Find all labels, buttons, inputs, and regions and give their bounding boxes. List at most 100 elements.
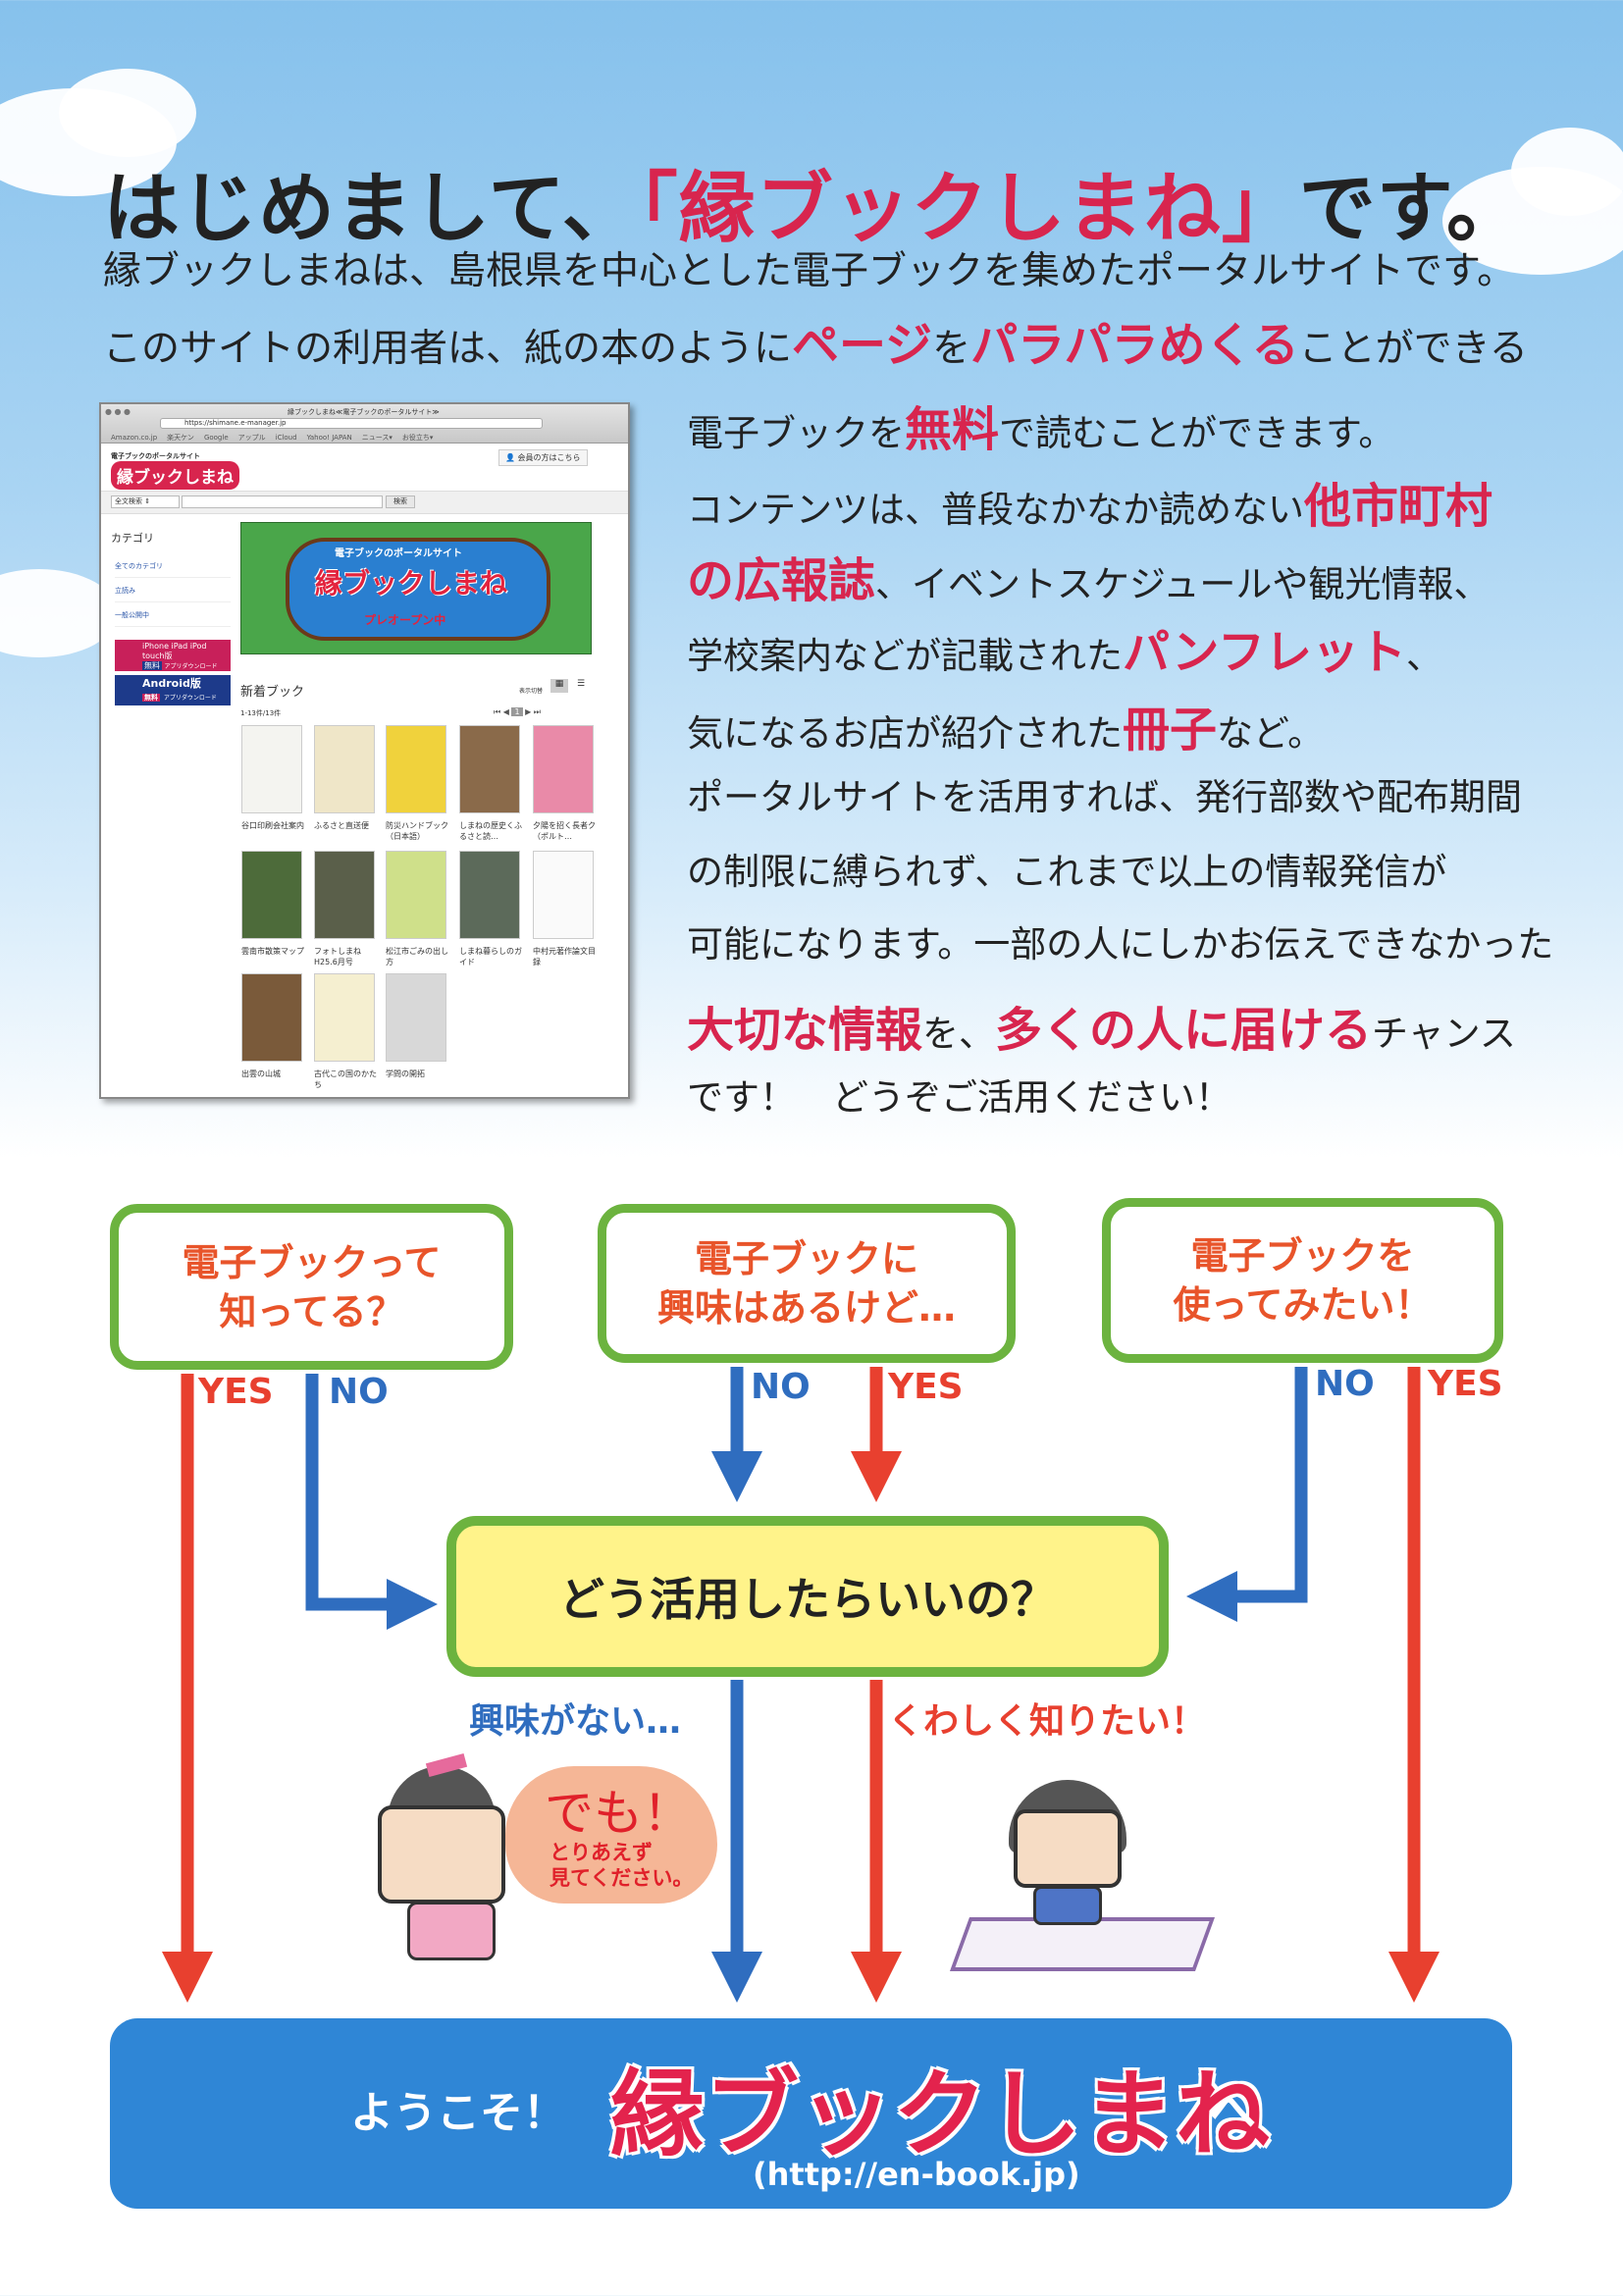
bookmark-link[interactable]: Amazon.co.jp [111, 434, 158, 442]
highlight: パラパラめくる [970, 318, 1299, 373]
text: です！ どうぞご活用ください！ [687, 1076, 1231, 1119]
highlight: 多くの人に届ける [995, 1003, 1373, 1058]
banner-tagline: 電子ブックのポータルサイト [335, 548, 462, 559]
search-input[interactable] [182, 496, 383, 508]
bookmark-link[interactable]: お役立ち▾ [401, 434, 434, 442]
intro-body-line: の広報誌、イベントスケジュールや観光情報、 [687, 542, 1490, 610]
text: このサイトの利用者は、紙の本のように [103, 327, 793, 371]
bookmark-link[interactable]: アップル [237, 434, 266, 442]
search-button[interactable]: 検索 [386, 496, 415, 508]
site-logo[interactable]: 縁ブックしまね [111, 461, 239, 490]
book-title[interactable]: 出雲の山城 [241, 1070, 281, 1078]
site-screenshot: ● ● ● 縁ブックしまね≪電子ブックのポータルサイト≫ https://shi… [99, 402, 630, 1099]
new-books-heading: 新着ブック [240, 685, 305, 700]
book-cover[interactable] [459, 851, 520, 939]
book-cover[interactable] [241, 725, 302, 813]
result-count: 1-13件/13件 [240, 709, 282, 717]
next-page-button[interactable]: ▶ [525, 707, 532, 716]
book-title[interactable]: フォトしまねH25.6月号 [314, 947, 361, 966]
book-cover[interactable] [533, 725, 594, 813]
book-title[interactable]: 古代この国のかたち [314, 1070, 377, 1089]
text: コンテンツは、普段なかなか読めない [687, 489, 1304, 531]
text: 、イベントスケジュールや観光情報、 [875, 563, 1491, 605]
no-label: NO [751, 1367, 811, 1407]
book-title[interactable]: 中村元著作論文目録 [533, 947, 596, 966]
category-link[interactable]: 一般公開中 [115, 610, 231, 627]
book-cover[interactable] [459, 725, 520, 813]
no-label: NO [1315, 1364, 1375, 1404]
boy-character-illustration [949, 1780, 1217, 1971]
book-title[interactable]: 松江市ごみの出し方 [386, 947, 448, 966]
text: 気になるお店が紹介された [687, 712, 1123, 755]
bubble-text-big: でも！ [545, 1785, 692, 1842]
arrow-q1-no [305, 1374, 438, 1630]
category-link[interactable]: 全てのカテゴリ [115, 561, 231, 578]
grid-view-button[interactable]: ▦ [550, 679, 568, 693]
window-title: 縁ブックしまね≪電子ブックのポータルサイト≫ [288, 408, 440, 416]
yes-label: YES [888, 1367, 964, 1407]
book-title[interactable]: 学問の開拓 [386, 1070, 425, 1078]
highlight: の広報誌 [687, 553, 876, 608]
question-text: 電子ブックを 使ってみたい！ [1173, 1234, 1433, 1327]
book-cover[interactable] [241, 973, 302, 1062]
speech-bubble: でも！ とりあえず 見てください。 [505, 1766, 717, 1904]
no-label: NO [329, 1372, 389, 1412]
book-title[interactable]: 谷口印刷会社案内 [241, 821, 304, 830]
member-button[interactable]: 👤 会員の方はこちら [498, 449, 588, 466]
book-cover[interactable] [314, 851, 375, 939]
android-app-banner[interactable]: Android版無料 アプリダウンロード [115, 675, 231, 705]
intro-body-line: ポータルサイトを活用すれば、発行部数や配布期間 [687, 767, 1522, 820]
book-cover[interactable] [386, 973, 446, 1062]
last-page-button[interactable]: ⏭ [533, 707, 541, 716]
highlight: 無料 [905, 402, 1000, 457]
book-title[interactable]: しまねの歴史くふるさと読… [459, 821, 522, 841]
site-url[interactable]: (http://en-book.jp) [753, 2156, 1080, 2193]
bookmark-link[interactable]: Yahoo! JAPAN [306, 434, 352, 442]
intro-body-line: 電子ブックを無料で読むことができます。 [687, 391, 1394, 459]
text: 学校案内などが記載された [687, 635, 1123, 677]
not-interested-label: 興味がない… [469, 1701, 682, 1742]
intro-body-line: 大切な情報を、多くの人に届けるチャンス [687, 991, 1516, 1060]
free-badge: 無料 [142, 694, 160, 702]
hero-banner[interactable]: 電子ブックのポータルサイト 縁ブックしまね プレオープン中 [240, 522, 592, 654]
first-page-button[interactable]: ⏮ [494, 707, 501, 716]
book-cover[interactable] [386, 725, 446, 813]
text: チャンス [1372, 1013, 1516, 1055]
book-title[interactable]: しまね暮らしのガイド [459, 947, 522, 966]
book-cover[interactable] [533, 851, 594, 939]
text: ポータルサイトを活用すれば、発行部数や配布期間 [687, 776, 1522, 818]
bookmark-link[interactable]: 楽天ケン [167, 434, 194, 442]
bookmark-link[interactable]: ニュース▾ [361, 434, 393, 442]
text: の制限に縛られず、これまで以上の情報発信が [687, 851, 1447, 893]
text: など。 [1217, 712, 1325, 755]
book-title[interactable]: 夕陽を招く長者ク（ポルト… [533, 821, 596, 841]
text: 、 [1405, 635, 1442, 677]
list-view-button[interactable]: ☰ [576, 679, 586, 689]
how-to-use-box: どう活用したらいいの？ [446, 1516, 1169, 1677]
book-cover[interactable] [241, 851, 302, 939]
question-want-to-use: 電子ブックを 使ってみたい！ [1102, 1198, 1503, 1363]
text: 電子ブックを [687, 412, 905, 454]
book-cover[interactable] [314, 973, 375, 1062]
category-heading: カテゴリ [111, 532, 154, 545]
prev-page-button[interactable]: ◀ [502, 707, 509, 716]
book-title[interactable]: 雲南市散策マップ [241, 947, 304, 956]
download-label: アプリダウンロード [163, 695, 217, 702]
page-title: はじめまして、「縁ブックしまね」です。 [103, 147, 1524, 257]
book-cover[interactable] [314, 725, 375, 813]
book-title[interactable]: ふるさと直送便 [314, 821, 369, 830]
heading-prefix: はじめまして、 [103, 165, 640, 253]
page-1-button[interactable]: 1 [511, 707, 523, 716]
address-bar[interactable]: https://shimane.e-manager.jp [184, 419, 287, 427]
bookmark-link[interactable]: Google [203, 434, 229, 442]
book-title[interactable]: 防災ハンドブック（日本語） [386, 821, 448, 841]
bookmark-link[interactable]: iCloud [275, 434, 297, 442]
category-link[interactable]: 立読み [115, 586, 231, 602]
search-type-select[interactable]: 全文検索 ⇕ [111, 496, 180, 508]
book-cover[interactable] [386, 851, 446, 939]
question-interested: 電子ブックに 興味はあるけど… [598, 1204, 1016, 1363]
cloud-decoration [1511, 128, 1623, 216]
welcome-banner[interactable]: ようこそ！ 縁ブックしまね へ (http://en-book.jp) [110, 2018, 1512, 2209]
member-button-label: 会員の方はこちら [517, 453, 581, 462]
ios-app-banner[interactable]: iPhone iPad iPod touch版無料 アプリダウンロード [115, 640, 231, 671]
